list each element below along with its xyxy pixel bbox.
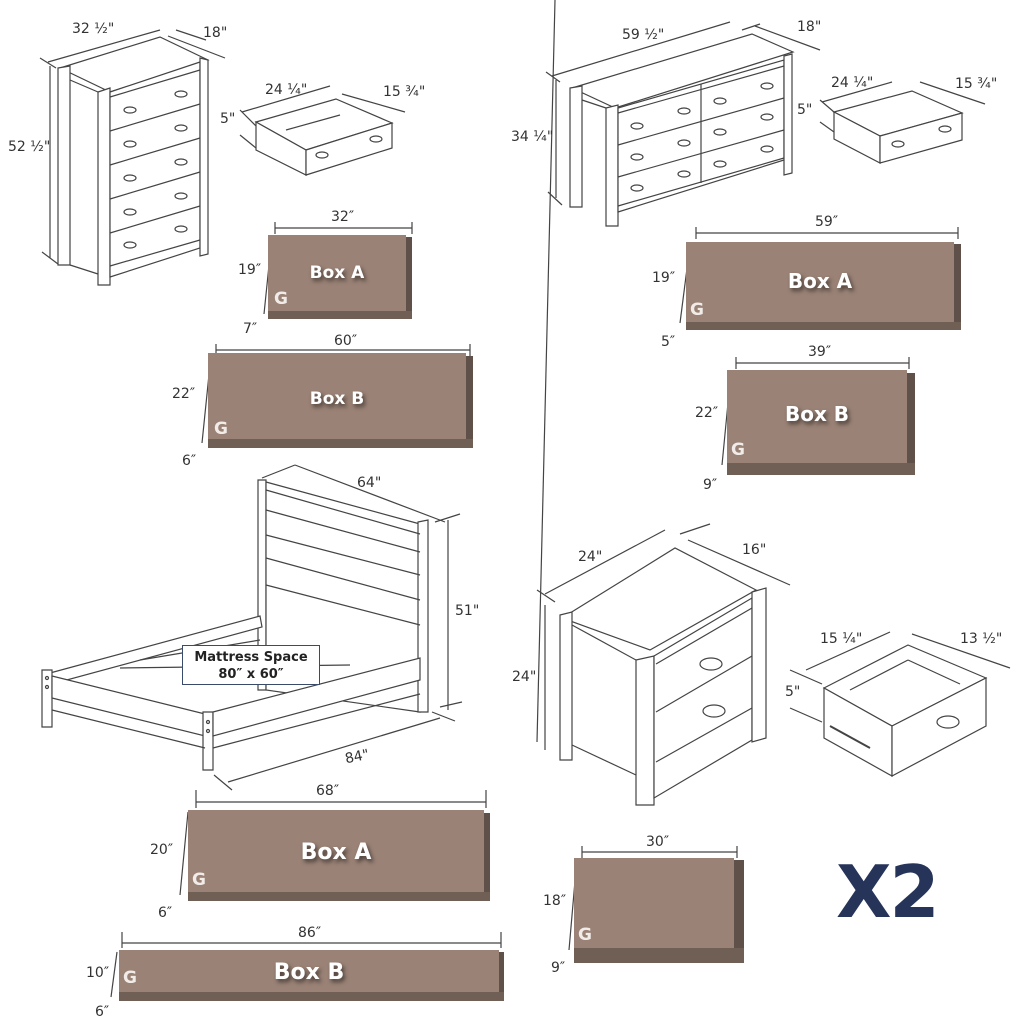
- bed-box-a-depth: 6″: [158, 905, 173, 921]
- dresser-height-label: 34 ¼": [511, 129, 554, 145]
- bed-box-a-height: 20″: [150, 842, 174, 858]
- chest-box-a-width: 32″: [331, 209, 355, 225]
- box-label: Box A: [300, 840, 372, 865]
- box-label: Box A: [787, 269, 853, 293]
- dresser-box-a: Box A G: [686, 242, 966, 338]
- chest-width-label: 32 ½": [72, 21, 115, 37]
- bed-box-b: Box B G: [119, 950, 509, 1008]
- chest-box-b-width: 60″: [334, 333, 358, 349]
- brand-logo-icon: G: [123, 968, 137, 988]
- dresser-box-a-height: 19″: [652, 270, 676, 286]
- chest-box-a: Box A G: [268, 235, 416, 325]
- bed-height-label: 51": [455, 603, 480, 619]
- dresser-box-b-depth: 9″: [703, 477, 718, 493]
- nightstand-width-label: 24": [578, 549, 603, 565]
- nightstand-box-depth: 9″: [551, 960, 566, 976]
- dresser-drawer-height-label: 5": [797, 102, 813, 118]
- bed-box-b-depth: 6″: [95, 1004, 110, 1020]
- nightstand-depth-label: 16": [742, 542, 767, 558]
- brand-logo-icon: G: [690, 300, 704, 320]
- brand-logo-icon: G: [192, 870, 206, 890]
- mattress-space-size: 80″ x 60″: [218, 667, 284, 682]
- chest-box-a-depth: 7″: [243, 321, 258, 337]
- nightstand-quantity-label: X2: [836, 850, 940, 934]
- brand-logo-icon: G: [214, 419, 228, 439]
- chest-height-label: 52 ½": [8, 139, 51, 155]
- nightstand-illustration: [536, 0, 1011, 806]
- dresser-box-b-height: 22″: [695, 405, 719, 421]
- nightstand-height-label: 24": [512, 669, 537, 685]
- dresser-box-b-width: 39″: [808, 344, 832, 360]
- nightstand-drawer-depth-label: 13 ½": [960, 631, 1003, 647]
- dresser-drawer-depth-label: 15 ¾": [955, 76, 998, 92]
- chest-box-b: Box B G: [208, 353, 478, 457]
- chest-depth-label: 18": [203, 25, 228, 41]
- chest-box-b-height: 22″: [172, 386, 196, 402]
- dresser-illustration: [545, 21, 986, 227]
- dresser-box-a-depth: 5″: [661, 334, 676, 350]
- mattress-space-title: Mattress Space: [194, 650, 308, 665]
- chest-drawer-depth-label: 15 ¾": [383, 84, 426, 100]
- bed-box-b-height: 10″: [86, 965, 110, 981]
- bed-box-b-width: 86″: [298, 925, 322, 941]
- nightstand-box-height: 18″: [543, 893, 567, 909]
- chest-box-a-height: 19″: [238, 262, 262, 278]
- brand-logo-icon: G: [731, 440, 745, 460]
- bed-box-a: Box A G: [188, 810, 493, 908]
- box-label: Box A: [309, 263, 365, 283]
- bed-illustration: [41, 464, 463, 791]
- dresser-drawer-width-label: 24 ¼": [831, 75, 874, 91]
- chest-drawer-height-label: 5": [220, 111, 236, 127]
- nightstand-box-width: 30″: [646, 834, 670, 850]
- chest-drawer-width-label: 24 ¼": [265, 82, 308, 98]
- box-label: Box B: [784, 402, 850, 426]
- dresser-depth-label: 18": [797, 19, 822, 35]
- box-label: Box B: [309, 389, 365, 409]
- bed-box-a-width: 68″: [316, 783, 340, 799]
- dresser-box-a-width: 59″: [815, 214, 839, 230]
- chest-box-b-depth: 6″: [182, 453, 197, 469]
- dresser-width-label: 59 ½": [622, 27, 665, 43]
- brand-logo-icon: G: [578, 925, 592, 945]
- box-label: Box B: [273, 960, 345, 985]
- nightstand-drawer-height-label: 5": [785, 684, 801, 700]
- dresser-box-b: Box B G: [727, 370, 919, 482]
- box-dimension-lines: [110, 222, 959, 998]
- brand-logo-icon: G: [274, 289, 288, 309]
- chest-illustration: [39, 29, 406, 286]
- nightstand-drawer-width-label: 15 ¼": [820, 631, 863, 647]
- bed-width-label: 64": [357, 475, 382, 491]
- nightstand-box: G: [574, 858, 750, 968]
- mattress-space-callout: Mattress Space 80″ x 60″: [182, 645, 320, 685]
